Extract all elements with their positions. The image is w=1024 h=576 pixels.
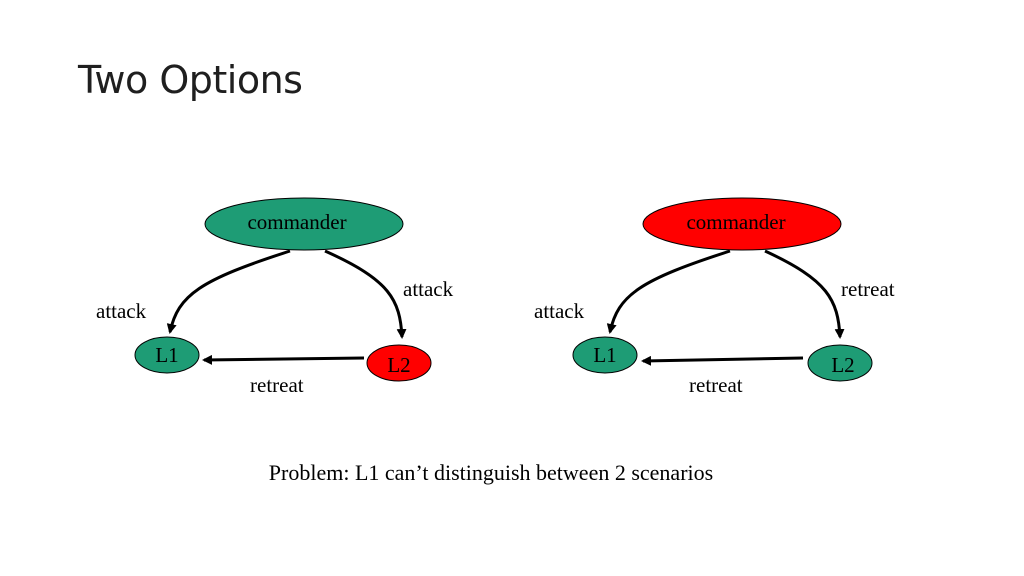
scenario-b-l1-node (572, 336, 638, 374)
scenario-a-edge-commander-l1-label: attack (96, 299, 147, 323)
scenario-b-edge-commander-l2 (764, 249, 845, 339)
scenario-a-edge-commander-l2-label: attack (403, 277, 454, 301)
scenario-b-commander-label: commander (686, 210, 785, 234)
scenario-a-l1-node (134, 336, 200, 374)
scenario-b-l2-label: L2 (831, 353, 854, 377)
scenario-a-commander-node (204, 197, 404, 251)
problem-caption: Problem: L1 can’t distinguish between 2 … (268, 460, 714, 485)
scenario-a: commander L1 L2 attack attack retreat (96, 197, 454, 397)
scenario-a-edge-commander-l2 (324, 249, 407, 339)
scenario-b-edge-l2-l1 (641, 355, 804, 366)
scenario-a-edge-l2-l1 (202, 354, 365, 365)
scenario-b-edge-commander-l1-label: attack (534, 299, 585, 323)
scenario-b-l2-node (807, 344, 873, 382)
scenario-b-edge-commander-l1 (606, 249, 731, 334)
scenario-a-l1-label: L1 (155, 343, 178, 367)
scenario-b-commander-node (642, 197, 842, 251)
scenario-a-l2-label: L2 (387, 353, 410, 377)
scenario-a-l2-node (366, 344, 432, 382)
scenario-b: commander L1 L2 attack retreat retreat (534, 197, 895, 397)
slide-title: Two Options (78, 58, 303, 102)
scenario-a-commander-label: commander (247, 210, 346, 234)
scenario-b-edge-l2-l1-label: retreat (689, 373, 743, 397)
scenario-a-edge-commander-l1 (166, 249, 291, 334)
scenario-b-l1-label: L1 (593, 343, 616, 367)
scenario-b-edge-commander-l2-label: retreat (841, 277, 895, 301)
scenario-a-edge-l2-l1-label: retreat (250, 373, 304, 397)
